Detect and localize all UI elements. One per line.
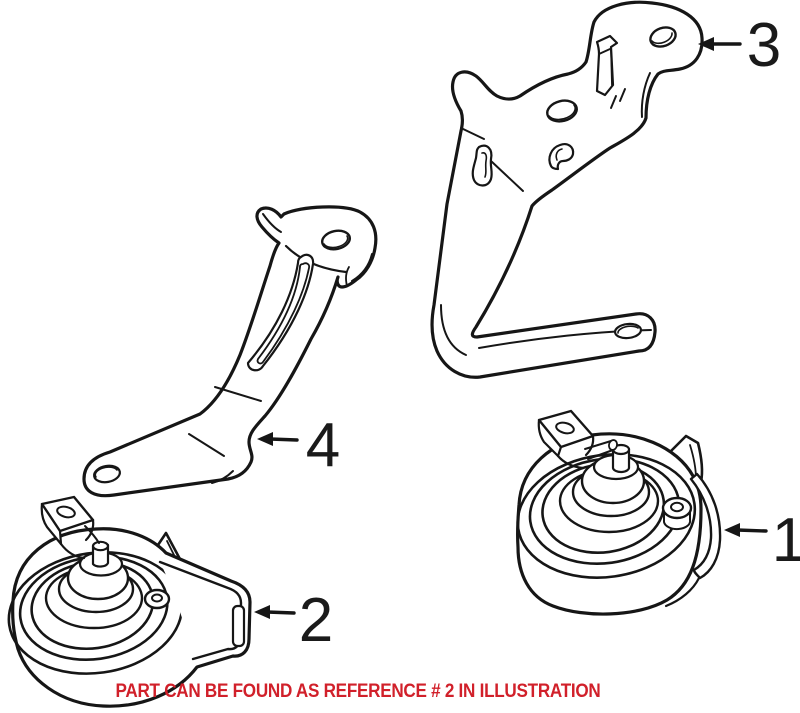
callout-label-1: 1 [771,506,800,575]
callout-arrow-4 [257,432,299,446]
callout-arrow-3 [698,37,742,51]
callout-label-3: 3 [746,11,782,80]
callout-arrow-2 [254,605,296,619]
reference-note: PART CAN BE FOUND AS REFERENCE # 2 IN IL… [115,681,601,702]
callout-arrow-1 [724,523,768,537]
part-drawing-horn-2 [7,495,252,708]
callout-label-4: 4 [305,411,341,480]
part-drawing-bracket-3 [430,0,704,379]
callout-arrows [254,37,768,619]
part-drawing-horn-1 [515,409,722,616]
callout-label-2: 2 [298,586,334,655]
part-drawing-bracket-4 [82,205,378,498]
